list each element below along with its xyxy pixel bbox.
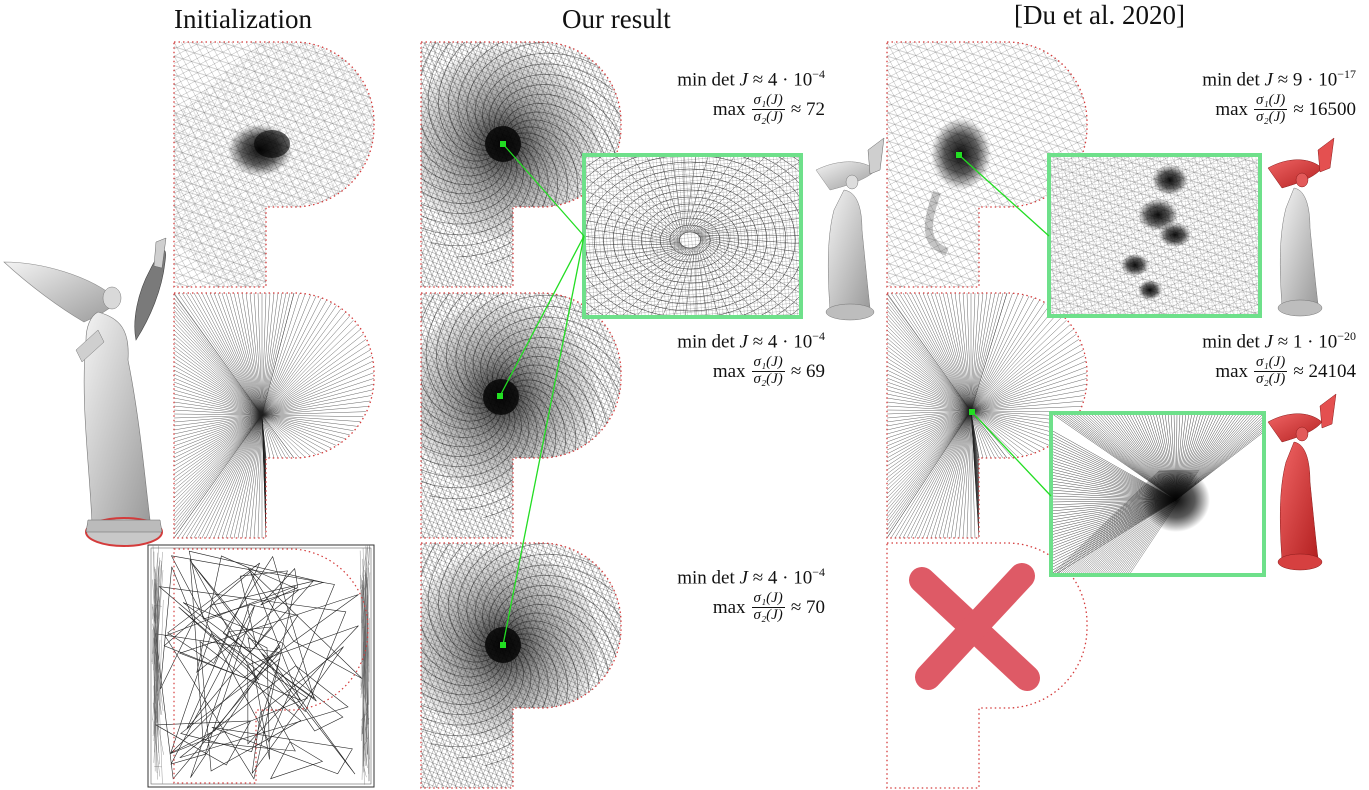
du-panel-2 bbox=[886, 292, 1088, 539]
zoom-connectors-ours bbox=[499, 143, 585, 646]
zoom-marker-du-1 bbox=[956, 152, 962, 158]
init-panel-3 bbox=[147, 544, 375, 788]
zoom-marker-ours-2 bbox=[497, 393, 503, 399]
failure-x-icon bbox=[909, 563, 1040, 691]
statue-model-du-1 bbox=[1267, 137, 1335, 317]
zoom-connector-du-1 bbox=[958, 154, 1050, 237]
our-result-panel-3 bbox=[420, 542, 622, 789]
statue-model-du-2 bbox=[1267, 393, 1337, 571]
zoom-marker-ours-1 bbox=[500, 141, 506, 147]
zoom-connector-du-2 bbox=[971, 411, 1052, 497]
du-inset-1 bbox=[1047, 153, 1262, 318]
our-result-inset bbox=[582, 153, 803, 319]
column-title-du-et-al: [Du et al. 2020] bbox=[1014, 0, 1185, 30]
du-inset-2 bbox=[1049, 411, 1266, 577]
zoom-marker-ours-3 bbox=[500, 642, 506, 648]
column-title-our-result: Our result bbox=[562, 4, 671, 34]
init-panel-2 bbox=[173, 292, 375, 539]
statue-model-ours bbox=[815, 137, 885, 321]
column-title-initialization: Initialization bbox=[174, 4, 312, 34]
statue-model-left bbox=[3, 237, 167, 547]
zoom-marker-du-2 bbox=[969, 409, 975, 415]
